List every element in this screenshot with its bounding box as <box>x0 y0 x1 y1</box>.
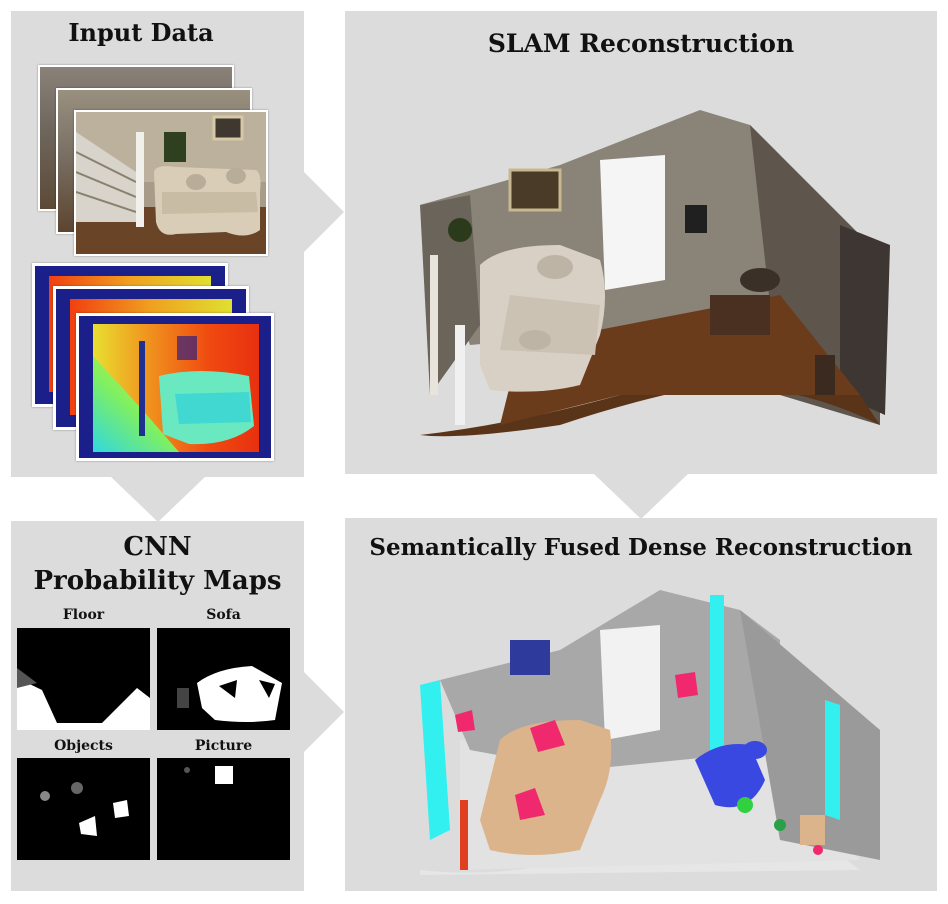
map-label-objects: Objects <box>54 738 113 754</box>
slam-point-cloud <box>420 110 890 437</box>
objects-probability-map <box>17 758 150 860</box>
depth-frame-front <box>76 313 274 461</box>
fused-title: Semantically Fused Dense Reconstruction <box>369 534 913 561</box>
fused-semantic-point-cloud <box>420 590 880 875</box>
arrow-input-to-slam <box>302 170 344 254</box>
sofa-probability-map <box>157 628 290 730</box>
arrow-input-to-cnn <box>110 476 206 522</box>
map-label-sofa: Sofa <box>206 607 241 623</box>
living-room-photo <box>76 112 266 254</box>
cnn-title-line1: CNN <box>123 532 192 562</box>
arrow-cnn-to-fused <box>302 670 344 754</box>
map-label-picture: Picture <box>194 738 253 754</box>
arrow-slam-to-fused <box>593 473 689 519</box>
map-label-floor: Floor <box>62 607 105 623</box>
slam-title: SLAM Reconstruction <box>487 29 795 58</box>
picture-probability-map <box>157 758 290 860</box>
depth-map-image <box>79 316 271 458</box>
cnn-title-line2: Probability Maps <box>33 566 282 596</box>
rgb-frame-front <box>74 110 268 256</box>
floor-probability-map <box>17 628 150 730</box>
input-data-title: Input Data <box>68 18 214 47</box>
